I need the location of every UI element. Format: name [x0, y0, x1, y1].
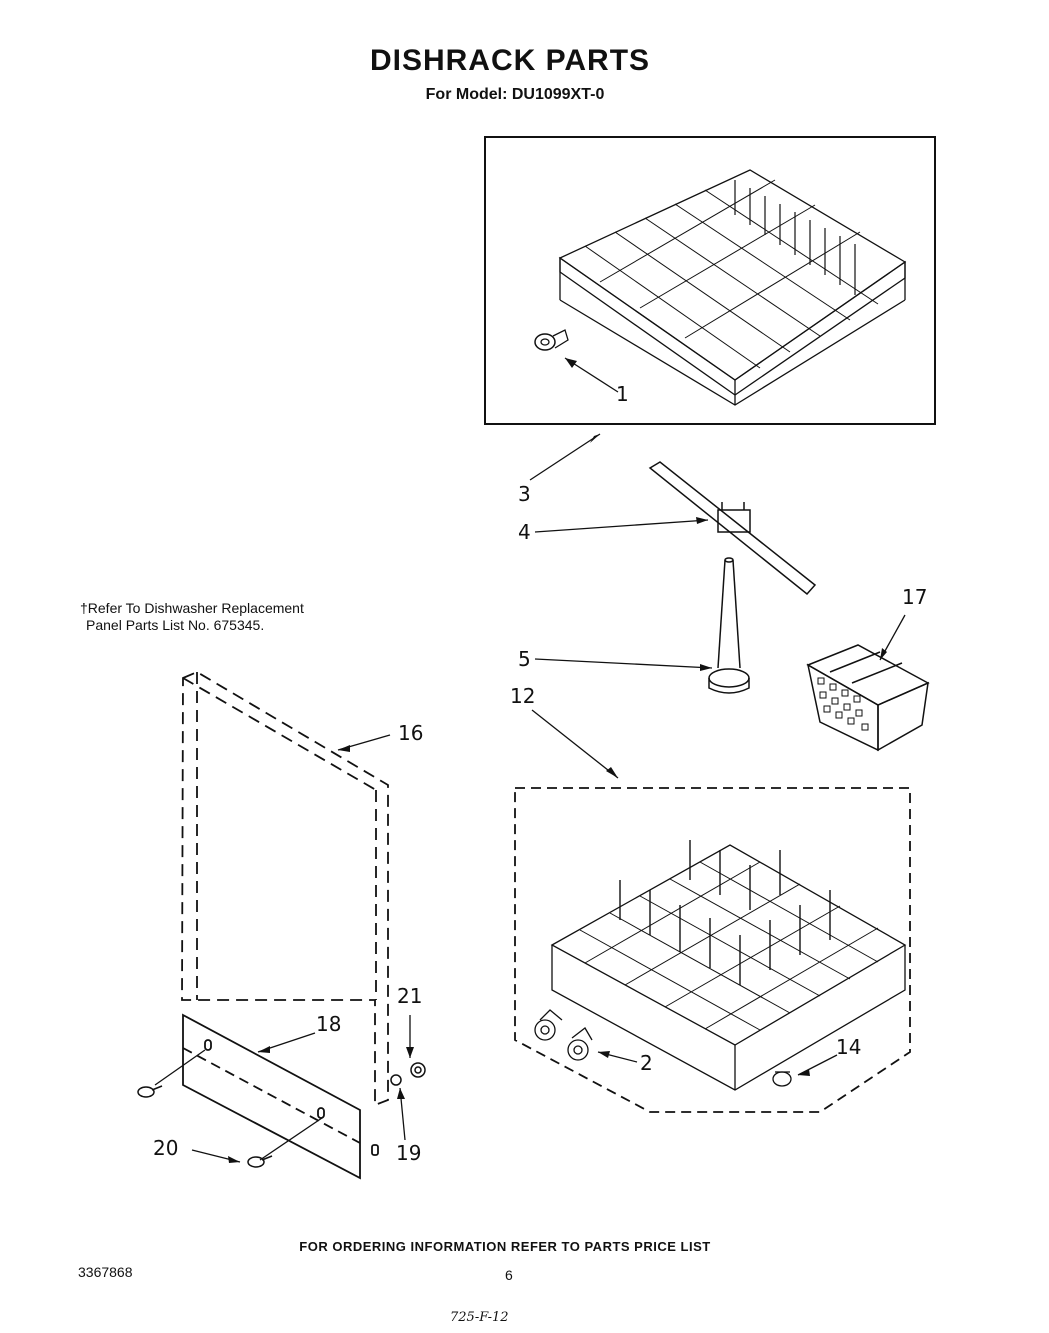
end-cap-part — [772, 1071, 792, 1087]
callout-19: 19 — [396, 1141, 422, 1165]
replacement-panel-note: †Refer To Dishwasher Replacement Panel P… — [80, 600, 304, 634]
callout-12: 12 — [510, 684, 536, 708]
document-number: 3367868 — [78, 1264, 133, 1280]
note-line-2: Panel Parts List No. 675345. — [86, 617, 265, 633]
page-number: 6 — [505, 1267, 513, 1283]
spray-arm-illustration — [648, 461, 817, 596]
screw-part — [137, 1085, 273, 1168]
door-panel-illustration — [181, 670, 389, 1107]
roller-part — [534, 1019, 556, 1041]
ordering-info: FOR ORDERING INFORMATION REFER TO PARTS … — [299, 1239, 711, 1254]
upper-rack-illustration — [534, 169, 907, 406]
handwritten-note: 725-F-12 — [450, 1310, 509, 1325]
page-title: DISHRACK PARTS — [369, 44, 651, 77]
callout-2: 2 — [640, 1051, 653, 1075]
callout-20: 20 — [153, 1136, 179, 1160]
rack-stop-part — [534, 333, 556, 351]
callout-3: 3 — [518, 482, 531, 506]
spray-tube-illustration — [708, 557, 750, 694]
lower-rack-frame — [514, 787, 911, 1113]
callout-21: 21 — [397, 984, 423, 1008]
trim-strip-illustration — [182, 1013, 379, 1180]
leader-lines — [154, 357, 906, 1163]
note-line-1: †Refer To Dishwasher Replacement — [80, 600, 304, 616]
roller-part — [567, 1039, 589, 1061]
silverware-basket-illustration — [806, 644, 930, 752]
callout-16: 16 — [398, 721, 424, 745]
callout-1: 1 — [616, 382, 629, 406]
callout-14: 14 — [836, 1035, 862, 1059]
leader-arrowheads — [228, 358, 887, 1163]
model-subtitle: For Model: DU1099XT-0 — [425, 86, 605, 103]
nut-washer-part — [390, 1062, 426, 1086]
callout-5: 5 — [518, 647, 531, 671]
callout-4: 4 — [518, 520, 531, 544]
callout-18: 18 — [316, 1012, 342, 1036]
upper-rack-frame — [484, 136, 936, 425]
callout-17: 17 — [902, 585, 928, 609]
lower-rack-illustration — [534, 840, 907, 1091]
